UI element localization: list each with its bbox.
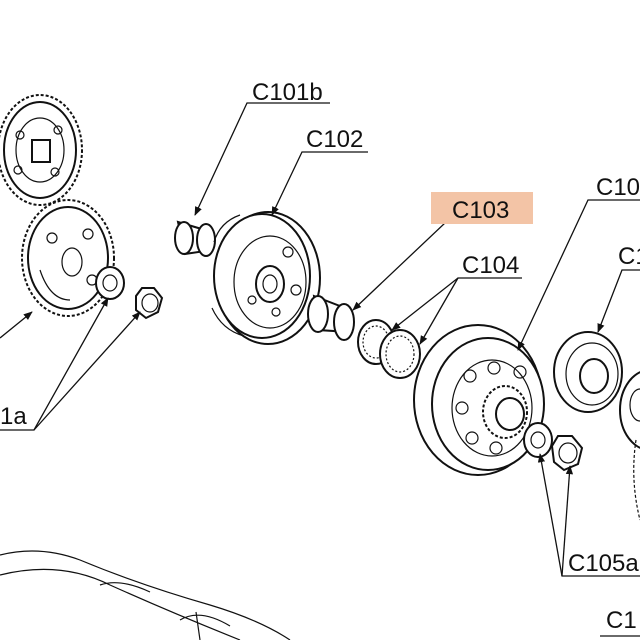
- ball-bearing: [553, 331, 623, 413]
- left-nut: [135, 287, 164, 320]
- label-c104: C104: [462, 252, 519, 279]
- c103-bushing: [307, 294, 355, 341]
- label-c1-bottom-partial: C1: [606, 607, 637, 634]
- label-c1-right-partial: C1: [618, 243, 640, 270]
- upper-left-gear: [0, 94, 83, 206]
- label-c102: C102: [306, 126, 363, 153]
- label-c105-partial: C10: [596, 174, 640, 201]
- label-c101b: C101b: [252, 79, 323, 106]
- c102-clutch: [211, 211, 321, 345]
- label-c101a-partial: 1a: [0, 403, 27, 430]
- c103-label-highlight: [431, 192, 533, 224]
- label-c105a-partial: C105a: [568, 550, 639, 577]
- right-partial-gear: [619, 371, 640, 521]
- leader-lines: [0, 102, 640, 637]
- label-c103: C103: [452, 197, 509, 224]
- c105a-nut: [550, 435, 584, 472]
- c101b-bushing: [174, 220, 216, 257]
- bottom-housing: [0, 550, 291, 640]
- left-washer: [95, 266, 125, 300]
- lower-left-gear: [21, 199, 115, 317]
- c105-clutch-bell: [413, 324, 545, 476]
- c104-needle-bearings: [357, 319, 421, 379]
- c105a-washer: [523, 422, 553, 458]
